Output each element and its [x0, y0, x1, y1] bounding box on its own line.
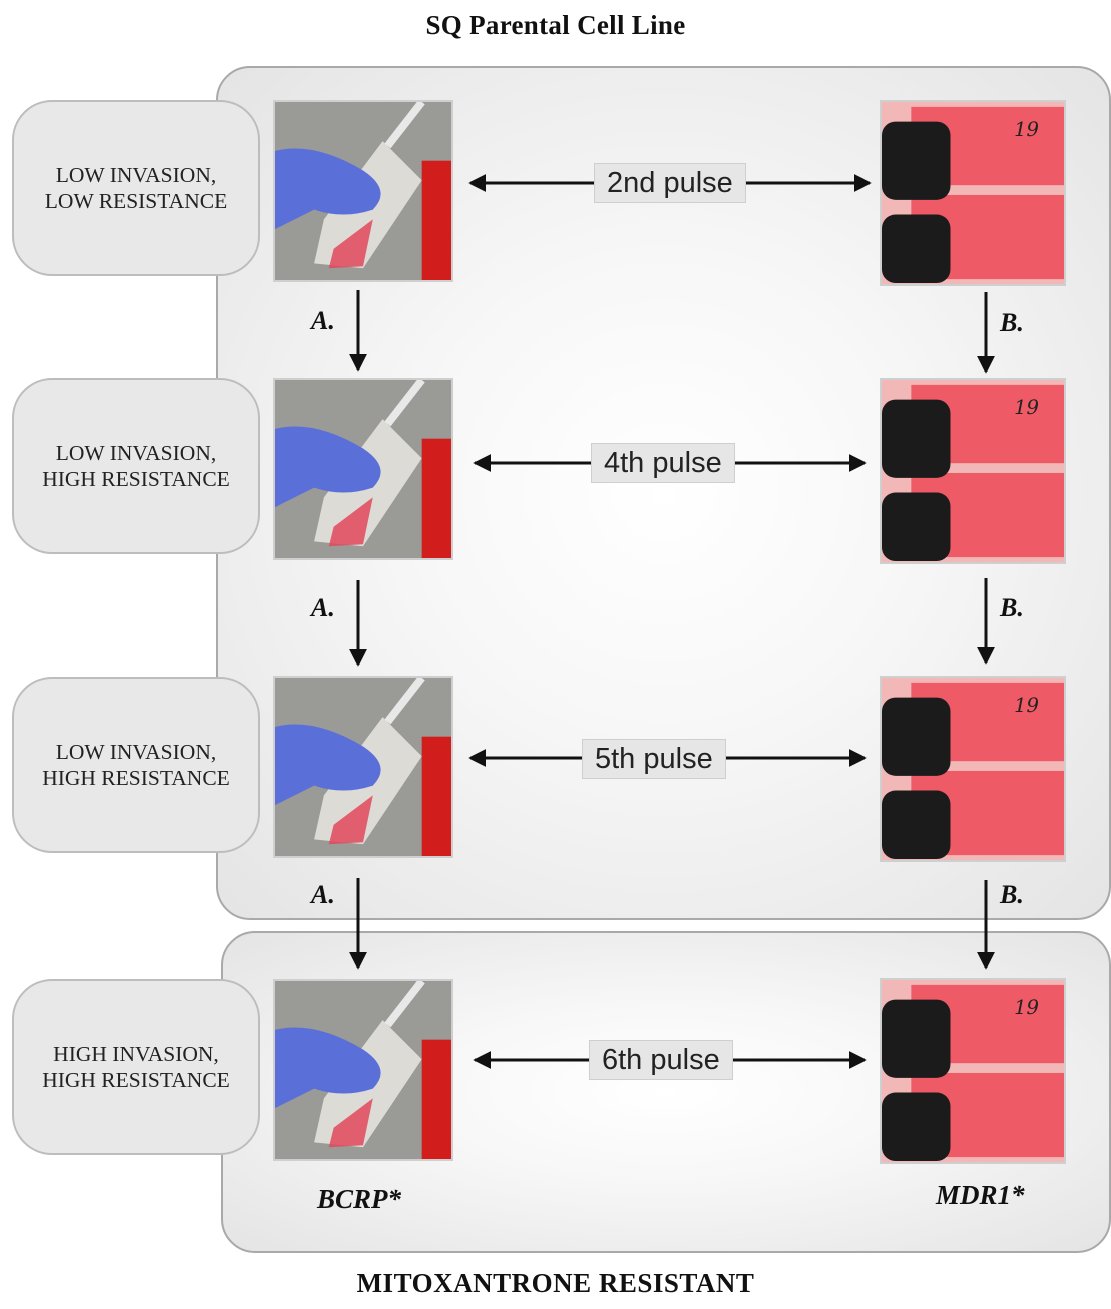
state-box-1: LOW INVASION,LOW RESISTANCE — [12, 100, 260, 276]
flask-number-label: 19 — [1014, 118, 1039, 141]
state-line: HIGH RESISTANCE — [42, 1068, 230, 1092]
state-line: LOW INVASION, — [56, 740, 216, 764]
bottom-title: MITOXANTRONE RESISTANT — [0, 1268, 1111, 1299]
stacked-flasks-photo: 19 — [880, 100, 1066, 286]
step-label-a: A. — [311, 593, 335, 623]
pulse-label-5th: 5th pulse — [582, 739, 726, 779]
state-box-4: HIGH INVASION,HIGH RESISTANCE — [12, 979, 260, 1155]
step-label-a: A. — [311, 306, 335, 336]
state-box-3: LOW INVASION,HIGH RESISTANCE — [12, 677, 260, 853]
diagram-title: SQ Parental Cell Line — [0, 10, 1111, 41]
state-line: HIGH RESISTANCE — [42, 766, 230, 790]
step-label-a: A. — [311, 880, 335, 910]
step-label-b: B. — [1000, 308, 1024, 338]
culture-flask-photo — [273, 979, 453, 1161]
gene-label-mdr1: MDR1* — [936, 1180, 1025, 1211]
state-line: HIGH RESISTANCE — [42, 467, 230, 491]
step-label-b: B. — [1000, 593, 1024, 623]
culture-flask-photo — [273, 378, 453, 560]
stacked-flasks-photo: 19 — [880, 378, 1066, 564]
state-line: LOW RESISTANCE — [45, 189, 227, 213]
culture-flask-photo — [273, 100, 453, 282]
state-line: LOW INVASION, — [56, 441, 216, 465]
stacked-flasks-photo: 19 — [880, 676, 1066, 862]
culture-flask-photo — [273, 676, 453, 858]
step-label-b: B. — [1000, 880, 1024, 910]
state-line: HIGH INVASION, — [53, 1042, 219, 1066]
flask-number-label: 19 — [1014, 996, 1039, 1019]
pulse-label-6th: 6th pulse — [589, 1040, 733, 1080]
gene-label-bcrp: BCRP* — [317, 1184, 401, 1215]
flask-number-label: 19 — [1014, 396, 1039, 419]
stacked-flasks-photo: 19 — [880, 978, 1066, 1164]
pulse-label-4th: 4th pulse — [591, 443, 735, 483]
state-box-2: LOW INVASION,HIGH RESISTANCE — [12, 378, 260, 554]
flask-number-label: 19 — [1014, 694, 1039, 717]
state-line: LOW INVASION, — [56, 163, 216, 187]
pulse-label-2nd: 2nd pulse — [594, 163, 746, 203]
